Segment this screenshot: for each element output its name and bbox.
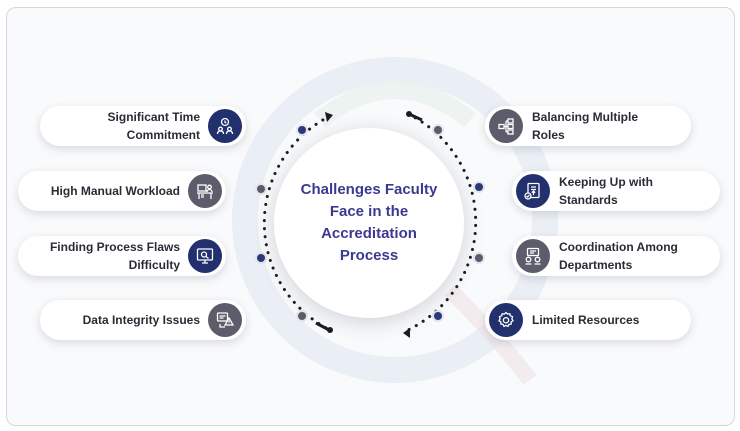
challenge-label: Data Integrity Issues	[82, 313, 200, 327]
challenge-label: Limited Resources	[532, 313, 640, 327]
junction-dots	[255, 124, 485, 322]
desk-worker-icon	[188, 174, 222, 208]
diagram-title: Challenges Faculty Face in the Accredita…	[300, 181, 438, 264]
arrowhead-top-left	[325, 112, 333, 122]
monitor-search-icon	[188, 239, 222, 273]
data-warning-icon	[208, 303, 242, 337]
dash-bottom-left	[315, 321, 330, 332]
challenge-manual-workload: High Manual Workload	[18, 171, 226, 211]
people-clock-icon	[208, 109, 242, 143]
org-chart-icon	[489, 109, 523, 143]
challenge-data-integrity: Data Integrity Issues	[40, 300, 246, 340]
center-circle: Challenges Faculty Face in the Accredita…	[274, 128, 464, 318]
challenge-limited-resources: Limited Resources	[485, 300, 691, 340]
challenge-label: High Manual Workload	[50, 184, 180, 198]
gear-shield-icon	[489, 303, 523, 337]
arrowhead-bottom-right	[403, 328, 410, 338]
team-board-icon	[516, 239, 550, 273]
ring-arc-left	[262, 114, 332, 332]
document-check-icon	[516, 174, 550, 208]
